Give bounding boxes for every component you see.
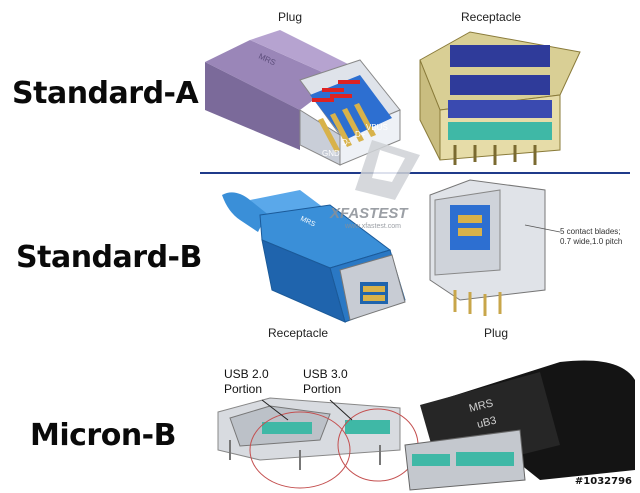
receptacle-b-note-line1: 5 contact blades; [560,227,620,236]
pin-label-vbus: VBUS [366,123,388,132]
pin-label-d-minus: D- [342,138,351,147]
usb3-label-line2: Portion [303,382,341,396]
micro-b-plug: MRS uB3 [404,360,635,491]
usb3-label-line1: USB 3.0 [303,367,348,381]
row-label-standard-b: Standard-B [16,240,202,275]
standard-a-receptacle [419,31,581,165]
receptacle-b-note-line2: 0.7 wide,1.0 pitch [560,237,622,246]
pin-label-gnd: GND [322,149,340,158]
image-id-watermark: #1032796 [574,476,632,487]
standard-b-receptacle [429,179,561,316]
header-receptacle-top: Receptacle [461,10,522,24]
micro-b-plug-text-line2: uB3 [476,415,498,431]
standard-a-plug: MRS GND D- D+ VBUS [205,30,401,166]
header-plug-mid: Plug [484,326,509,340]
row-label-standard-a: Standard-A [12,76,199,111]
usb2-label-line2: Portion [224,382,262,396]
usb2-highlight-circle [249,411,351,489]
row-label-micro-b: Micron-B [30,418,177,453]
pin-label-d-plus: D+ [355,130,366,139]
logo-text: XFASTEST [329,205,409,222]
usb2-label-line1: USB 2.0 [224,367,269,381]
header-receptacle-mid: Receptacle [268,326,329,340]
micro-b-receptacle [217,397,419,489]
section-divider [200,172,630,174]
logo-url: www.xfastest.com [344,223,401,230]
xfastest-logo: XFASTEST www.xfastest.com [329,140,420,230]
micro-b-plug-text-line1: MRS [468,397,495,415]
header-plug-top: Plug [278,10,303,24]
standard-b-plug: MRS [222,190,406,323]
